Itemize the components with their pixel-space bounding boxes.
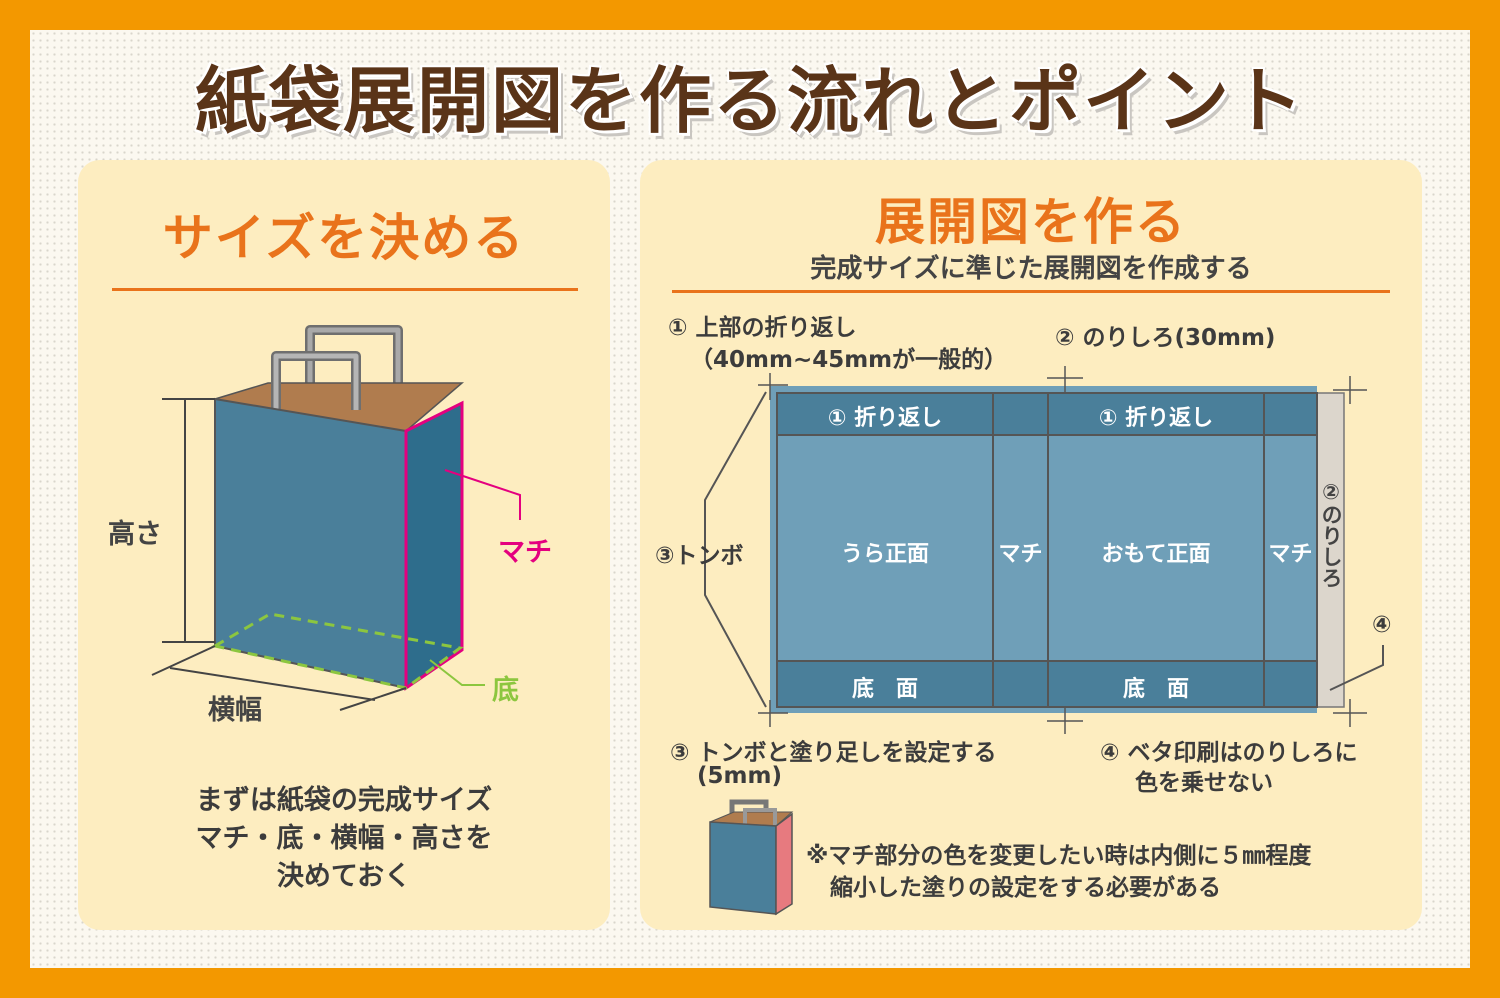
height-label: 高さ <box>108 519 162 550</box>
size-description-line3: 決めておく <box>276 861 412 892</box>
solid-note-line2: 色を乗せない <box>1135 770 1273 796</box>
bottom-leader <box>429 659 485 686</box>
front-face-label: おもて正面 <box>1101 542 1211 567</box>
footnote-line2: 縮小した塗りの設定をする必要がある <box>830 875 1221 901</box>
bag-gusset <box>404 400 464 691</box>
trim-note: ③トンボ <box>655 543 744 569</box>
footnote-line1: ※マチ部分の色を変更したい時は内側に５㎜程度 <box>806 843 1312 869</box>
fold-label-right: ① 折り返し <box>1098 406 1214 431</box>
bottom-label: 底 <box>492 675 519 706</box>
back-face-label: うら正面 <box>840 542 929 567</box>
glue-strip-label: ②のりしろ <box>1319 480 1343 588</box>
gusset-leader <box>444 469 521 520</box>
solid-print-marker: ④ <box>1372 612 1392 638</box>
fold-label-left: ① 折り返し <box>827 406 943 431</box>
fold-note-line2: （40mm~45mmが一般的） <box>690 347 1008 373</box>
size-panel-heading: サイズを決める <box>162 209 526 267</box>
glue-note: ② のりしろ(30mm) <box>1055 325 1276 351</box>
gusset-label-right: マチ <box>1268 542 1313 567</box>
template-panel-subheading: 完成サイズに準じた展開図を作成する <box>810 254 1252 284</box>
fold-note-line1: ① 上部の折り返し <box>668 315 857 341</box>
template-panel-heading: 展開図を作る <box>875 193 1187 251</box>
size-panel-divider <box>112 288 578 291</box>
glue-strip <box>1316 392 1345 708</box>
bleed-note-line2: (5mm) <box>697 763 782 789</box>
main-title: 紙袋展開図を作る流れとポイント <box>194 59 1305 143</box>
gusset-label-left: マチ <box>998 542 1043 567</box>
bottom-label-right: 底 面 <box>1122 677 1189 702</box>
size-panel: サイズを決める <box>78 160 610 930</box>
solid-note-line1: ④ ベタ印刷はのりしろに <box>1100 740 1358 766</box>
crop-marks <box>758 366 1367 734</box>
bottom-label-left: 底 面 <box>851 677 918 702</box>
size-description-line1: まずは紙袋の完成サイズ <box>195 785 493 816</box>
size-description-line2: マチ・底・横幅・高さを <box>195 823 493 854</box>
width-label: 横幅 <box>208 695 262 726</box>
bag-bottom-outline <box>210 612 464 690</box>
bleed-note-line1: ③ トンボと塗り足しを設定する <box>670 740 997 766</box>
solid-print-leader <box>1329 645 1384 691</box>
width-dimension-line <box>169 667 376 701</box>
trim-brace <box>704 391 767 708</box>
template-panel-divider <box>672 290 1390 293</box>
mini-bag-icon <box>709 799 794 916</box>
gusset-label: マチ <box>498 537 552 568</box>
